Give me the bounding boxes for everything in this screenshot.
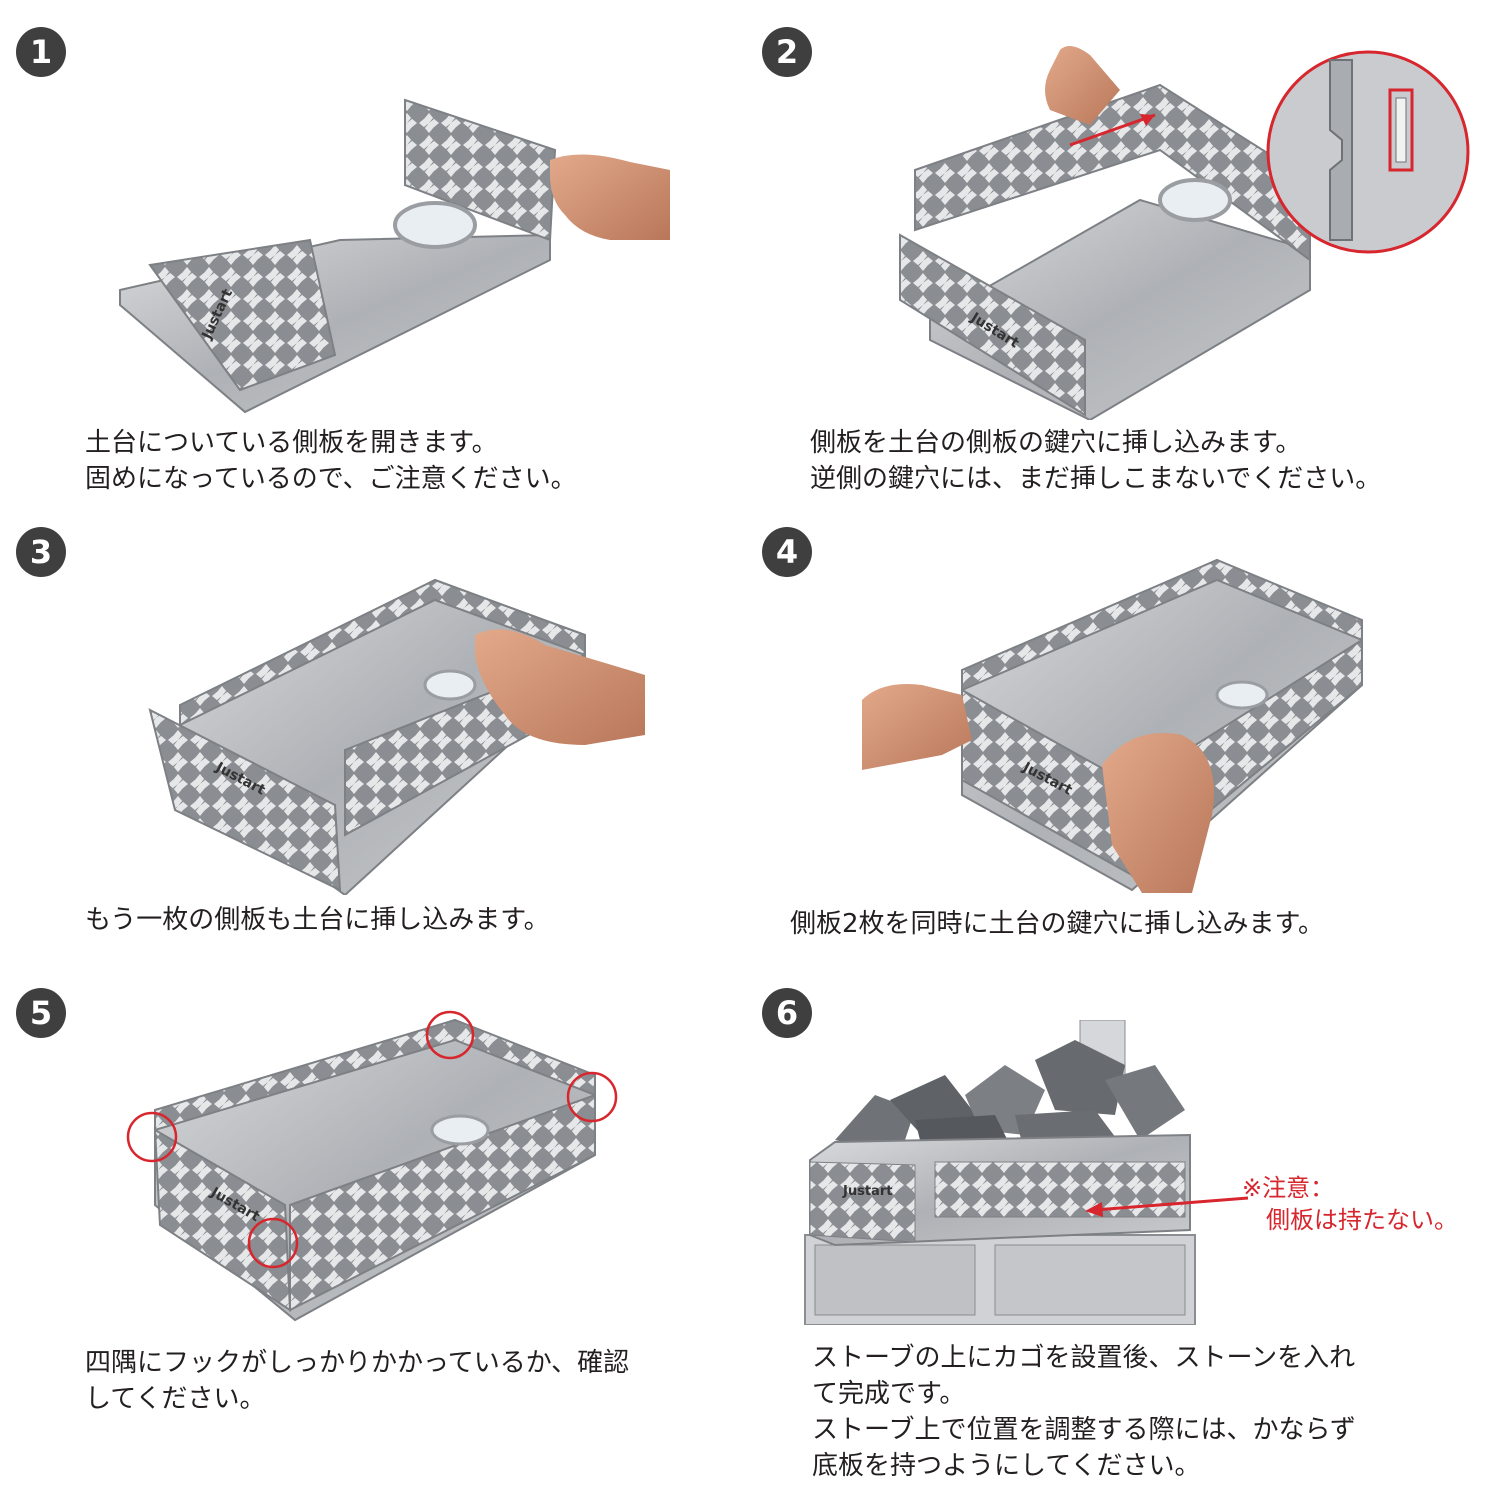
- step-3-hand: [475, 629, 645, 745]
- step-3-number-badge: 3: [16, 527, 66, 577]
- step-4-caption: 側板2枚を同時に土台の鍵穴に挿し込みます。: [790, 909, 1324, 939]
- step-2-arrow: [1140, 114, 1155, 126]
- step-5-number-badge: 5: [16, 988, 66, 1038]
- step-2-number-badge: 2: [762, 27, 812, 77]
- step-4-right-hand: [1102, 733, 1214, 893]
- step-3-photo: Justart: [145, 575, 645, 895]
- step-1-photo: Justart: [110, 90, 670, 420]
- step-6-photo: Justart: [795, 1020, 1215, 1325]
- step-2-photo: Justart: [890, 30, 1470, 420]
- step-1-caption: 土台についている側板を開きます。 固めになっているので、ご注意ください。: [85, 428, 577, 494]
- step-5-hook-circle-right: [566, 1071, 618, 1123]
- step-2-hand: [1045, 46, 1120, 125]
- step-3-caption: もう一枚の側板も土台に挿し込みます。: [85, 905, 550, 935]
- step-6-warning-note: ※注意： 側板は持たない。: [1242, 1174, 1458, 1234]
- step-1-hand: [550, 154, 670, 240]
- step-2-zoom-circle: [1266, 50, 1470, 254]
- step-5-photo: Justart: [125, 1005, 625, 1325]
- step-6-logo: Justart: [842, 1184, 892, 1199]
- step-6-warning-arrow: [1085, 1196, 1249, 1217]
- step-4-number-badge: 4: [762, 527, 812, 577]
- step-4-photo: Justart: [862, 555, 1382, 893]
- step-1-number-badge: 1: [16, 27, 66, 77]
- step-5-caption: 四隅にフックがしっかりかかっているか、確認 してください。: [85, 1348, 630, 1414]
- step-4-left-hand: [862, 684, 972, 770]
- step-5-hook-circle-left: [126, 1111, 178, 1163]
- step-2-caption: 側板を土台の側板の鍵穴に挿し込みます。 逆側の鍵穴には、まだ挿しこまないでくださ…: [810, 428, 1382, 494]
- step-5-hook-circle-top: [425, 1010, 475, 1060]
- step-6-caption: ストーブの上にカゴを設置後、ストーンを入れ て完成です。 ストーブ上で位置を調整…: [812, 1343, 1356, 1481]
- step-5-hook-circle-front: [247, 1217, 299, 1269]
- step-6-number-badge: 6: [762, 988, 812, 1038]
